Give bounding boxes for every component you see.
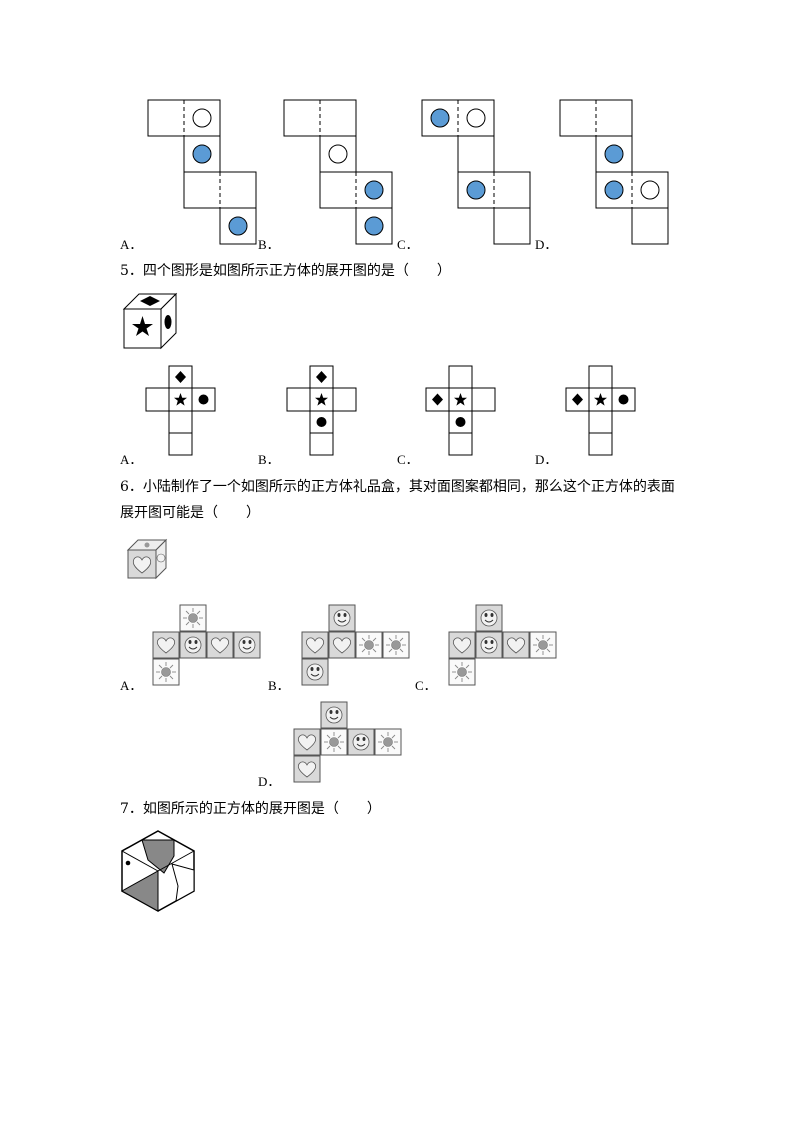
circle-icon <box>198 394 209 405</box>
star-icon <box>315 393 328 406</box>
diamond-icon <box>432 393 443 406</box>
q5-number: 5． <box>120 263 143 279</box>
q6-stem: 6．小陆制作了一个如图所示的正方体礼品盒，其对面图案都相同，那么这个正方体的表面… <box>120 474 690 526</box>
blue-circle-icon <box>430 108 450 128</box>
q5-net-a <box>145 365 216 456</box>
q6-number: 6． <box>120 479 143 495</box>
q4-option-a-label[interactable]: A． <box>120 237 143 252</box>
q7-cube <box>120 830 195 912</box>
circle-icon <box>618 394 629 405</box>
q6-net-c <box>448 604 557 686</box>
q4-option-b-label[interactable]: B． <box>258 237 280 252</box>
q4-net-b <box>283 99 393 245</box>
dot-icon <box>125 860 131 866</box>
blue-circle-icon <box>192 144 212 164</box>
blue-circle-icon <box>228 216 248 236</box>
blue-circle-icon <box>604 144 624 164</box>
q5-net-d <box>565 365 636 456</box>
q5-net-c <box>425 365 496 456</box>
q7-stem: 7．如图所示的正方体的展开图是（ ） <box>120 796 381 822</box>
blue-circle-icon <box>466 180 486 200</box>
star-icon <box>594 393 607 406</box>
circle-icon <box>455 417 466 427</box>
smiley-icon <box>156 553 166 563</box>
blue-circle-icon <box>364 180 384 200</box>
q6-cube <box>126 538 168 580</box>
empty-circle-icon <box>192 108 212 128</box>
q4-option-d-label[interactable]: D． <box>535 237 558 252</box>
q6-option-b-label[interactable]: B． <box>268 678 290 693</box>
q6-text-line2: 展开图可能是（ ） <box>120 505 260 521</box>
circle-icon <box>164 315 172 329</box>
q5-option-c-label[interactable]: C． <box>397 452 419 467</box>
q5-net-b <box>286 365 357 456</box>
star-icon <box>132 316 153 336</box>
q5-stem: 5．四个图形是如图所示正方体的展开图的是（ ） <box>120 258 451 284</box>
q4-net-d <box>559 99 669 245</box>
circle-icon <box>316 417 327 427</box>
q4-net-a <box>147 99 257 245</box>
q5-cube <box>122 292 178 350</box>
q6-option-d-label[interactable]: D． <box>258 774 281 789</box>
q4-net-c <box>421 99 531 245</box>
q7-text: 如图所示的正方体的展开图是（ ） <box>142 801 381 817</box>
diamond-icon <box>316 371 327 383</box>
empty-circle-icon <box>328 144 348 164</box>
q6-net-a <box>152 604 261 686</box>
sun-icon <box>144 542 150 548</box>
diamond-icon <box>175 371 186 383</box>
q6-net-b <box>301 604 410 686</box>
q5-option-d-label[interactable]: D． <box>535 452 558 467</box>
diamond-icon <box>140 296 160 306</box>
q6-option-a-label[interactable]: A． <box>120 678 143 693</box>
blue-circle-icon <box>364 216 384 236</box>
q7-number: 7． <box>120 801 143 817</box>
q5-option-b-label[interactable]: B． <box>258 452 280 467</box>
q6-option-c-label[interactable]: C． <box>415 678 437 693</box>
star-icon <box>454 393 467 406</box>
empty-circle-icon <box>640 180 660 200</box>
q4-option-c-label[interactable]: C． <box>397 237 419 252</box>
q6-text-line1: 小陆制作了一个如图所示的正方体礼品盒，其对面图案都相同，那么这个正方体的表面 <box>142 479 675 495</box>
q5-option-a-label[interactable]: A． <box>120 452 143 467</box>
diamond-icon <box>572 393 583 406</box>
star-icon <box>174 393 187 406</box>
blue-circle-icon <box>604 180 624 200</box>
heart-icon <box>132 556 152 574</box>
empty-circle-icon <box>466 108 486 128</box>
q6-net-d <box>293 701 402 783</box>
q5-text: 四个图形是如图所示正方体的展开图的是（ ） <box>142 263 451 279</box>
